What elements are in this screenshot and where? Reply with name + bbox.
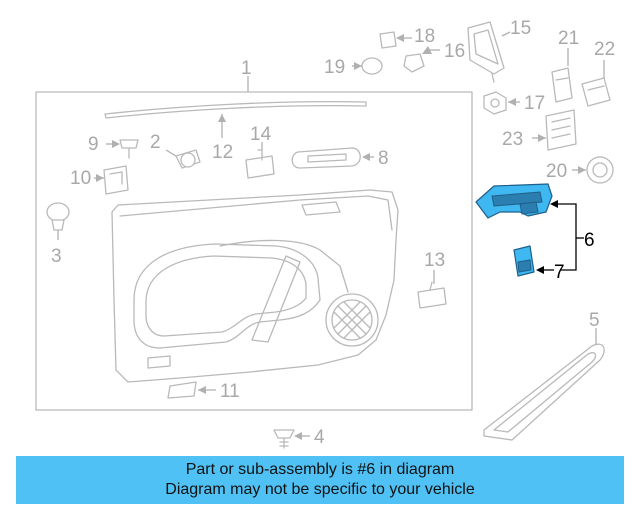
callout-6: 6 (584, 230, 595, 251)
part-22-switch (581, 60, 611, 107)
callout-18: 18 (414, 26, 435, 47)
banner-line-1: Part or sub-assembly is #6 in diagram (185, 461, 455, 478)
banner-line-2: Diagram may not be specific to your vehi… (165, 481, 475, 498)
part-8-door-handle (291, 147, 374, 169)
assembly-frame (35, 91, 473, 411)
part-18-clip (379, 31, 412, 49)
part-6-handle-bezel (475, 183, 553, 219)
callout-8: 8 (378, 148, 389, 169)
callout-14: 14 (250, 124, 272, 145)
part-13-clip (417, 270, 447, 309)
belt-molding (104, 100, 367, 119)
callout-4: 4 (314, 427, 325, 448)
part-19-grommet (352, 57, 383, 75)
callout-5: 5 (589, 310, 600, 331)
part-4-screw (273, 429, 310, 449)
callout-22: 22 (594, 39, 615, 60)
callout-3: 3 (51, 246, 62, 267)
info-banner: Part or sub-assembly is #6 in diagram Di… (16, 456, 624, 504)
part-16-nut (403, 46, 440, 73)
callout-19: 19 (324, 57, 345, 78)
part-2-clip (165, 149, 201, 169)
part-7-switch (513, 245, 535, 277)
part-5-armrest-trim (483, 328, 605, 441)
callout-10: 10 (70, 168, 91, 189)
callout-7: 7 (554, 262, 565, 283)
callout-21: 21 (558, 28, 579, 49)
part-21-switch (551, 48, 573, 103)
callout-6-bracket (536, 200, 584, 274)
part-3-push-pin (46, 202, 70, 240)
callout-20: 20 (546, 161, 567, 182)
callout-15: 15 (510, 18, 531, 39)
callout-17: 17 (524, 93, 545, 114)
part-14-clip (245, 142, 275, 179)
callout-2: 2 (150, 132, 161, 153)
part-23-switch-pack (532, 109, 577, 151)
part-17-nut (483, 91, 520, 115)
callout-12: 12 (212, 142, 233, 163)
callout-1: 1 (241, 58, 252, 79)
callout-23: 23 (502, 129, 523, 150)
door-trim-panel (111, 189, 399, 383)
part-10-bracket (94, 165, 129, 195)
part-9-screw (106, 139, 139, 159)
callout-9: 9 (88, 134, 99, 155)
callout-16: 16 (444, 41, 465, 62)
part-11-reflector (167, 381, 216, 399)
callout-11: 11 (220, 381, 240, 402)
callout-13: 13 (424, 250, 445, 271)
part-20-knob (572, 156, 614, 184)
part-15-mirror-cover (467, 21, 511, 83)
